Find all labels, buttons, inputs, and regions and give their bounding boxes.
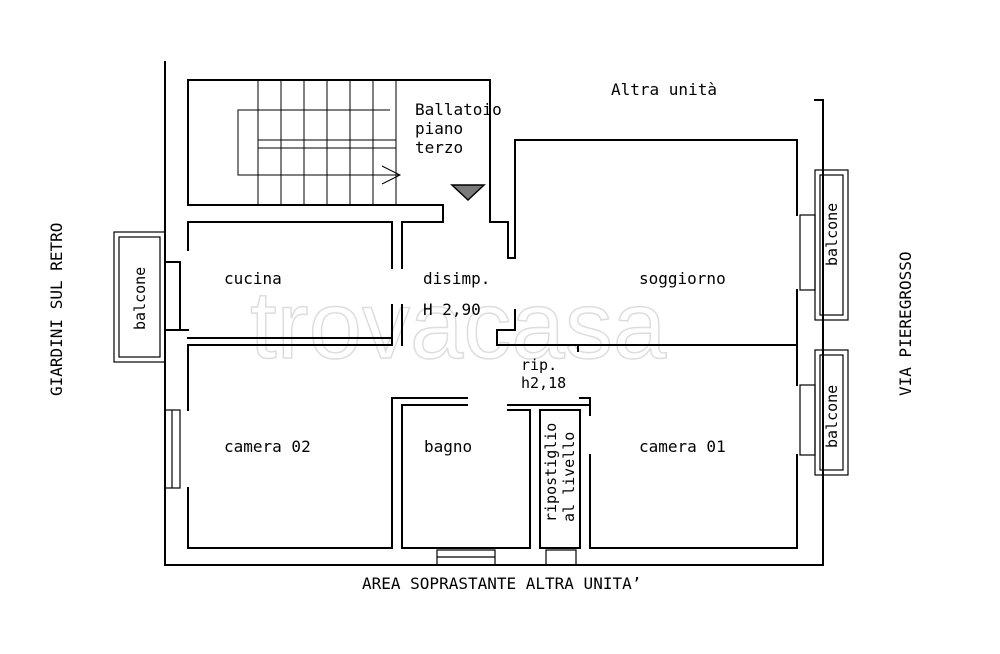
bedroom-bath-walls (187, 344, 798, 549)
camera01-label: camera 01 (639, 437, 726, 456)
cucina-label: cucina (224, 269, 282, 288)
windows (164, 214, 816, 566)
staircase (237, 80, 402, 205)
ballatoio-line1: Ballatoio (415, 100, 502, 119)
rip-label: rip. (521, 356, 557, 374)
altra-unita-label: Altra unità (611, 80, 717, 99)
cucina-walls (164, 221, 403, 411)
ballatoio-line2: piano (415, 119, 463, 138)
balcone-right-top-label: balcone (823, 203, 841, 266)
balcone-right-bottom-label: balcone (823, 385, 841, 448)
ripostiglio-label-line2: al livello (560, 432, 578, 522)
disimp-label: disimp. (423, 269, 490, 288)
bagno-label: bagno (424, 437, 472, 456)
soggiorno-walls (496, 139, 798, 352)
via-label: VIA PIEREGROSSO (896, 252, 915, 397)
rip-height-label: h2,18 (521, 374, 566, 392)
height-label: H 2,90 (423, 300, 481, 319)
area-soprastante-label: AREA SOPRASTANTE ALTRA UNITA’ (362, 574, 641, 593)
watermark-logo: trovacasa (250, 272, 667, 379)
ripostiglio-label-line1: ripostiglio (542, 423, 560, 522)
ballatoio-line3: terzo (415, 138, 463, 157)
soggiorno-label: soggiorno (639, 269, 726, 288)
balcone-left-label: balcone (131, 267, 149, 330)
balconies (113, 169, 849, 476)
camera02-label: camera 02 (224, 437, 311, 456)
ballatoio-label: Ballatoio piano terzo (415, 100, 502, 157)
giardini-label: GIARDINI SUL RETRO (47, 223, 66, 396)
entrance-marker (450, 184, 486, 202)
